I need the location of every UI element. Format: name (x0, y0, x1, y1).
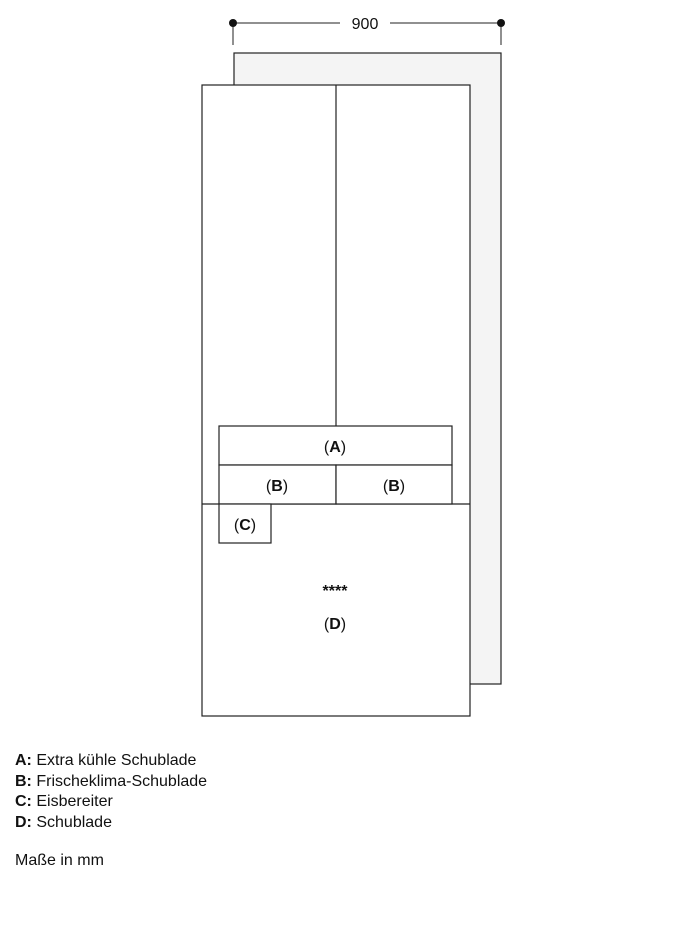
legend-text: Eisbereiter (36, 793, 113, 810)
svg-text:(D): (D) (324, 616, 346, 633)
width-dimension: 900 (229, 16, 505, 45)
legend-item: C: Eisbereiter (15, 792, 207, 813)
compartment-c: (C) (218, 503, 272, 544)
legend-key: B: (15, 772, 32, 790)
svg-text:(B): (B) (266, 478, 288, 495)
compartment-d: **** (D) (323, 583, 349, 633)
svg-text:(B): (B) (383, 478, 405, 495)
width-label: 900 (352, 16, 379, 33)
legend-item: A: Extra kühle Schublade (15, 751, 207, 772)
legend-key: C: (15, 793, 32, 810)
units-note: Maße in mm (15, 852, 104, 869)
fridge-diagram: 900 (A) (B) (B) (C) **** (D) (201, 16, 505, 717)
compartment-b-right: (B) (335, 464, 453, 505)
legend-key: D: (15, 813, 32, 831)
label-b-right: B (388, 478, 400, 495)
legend-key: A: (15, 752, 32, 769)
svg-text:(C): (C) (234, 517, 256, 534)
legend-text: Schublade (36, 813, 112, 831)
label-d: D (329, 616, 341, 633)
label-a: A (329, 439, 341, 456)
legend: A: Extra kühle Schublade B: Frischeklima… (15, 751, 207, 833)
legend-item: B: Frischeklima-Schublade (15, 772, 207, 793)
star-rating: **** (323, 583, 349, 600)
legend-text: Frischeklima-Schublade (36, 772, 208, 790)
label-c: C (239, 517, 251, 534)
svg-text:(A): (A) (324, 439, 346, 456)
legend-text: Extra kühle Schublade (36, 752, 197, 769)
compartment-b-left: (B) (218, 464, 337, 505)
label-b-left: B (271, 478, 283, 495)
compartment-a: (A) (218, 425, 453, 466)
legend-item: D: Schublade (15, 813, 207, 834)
